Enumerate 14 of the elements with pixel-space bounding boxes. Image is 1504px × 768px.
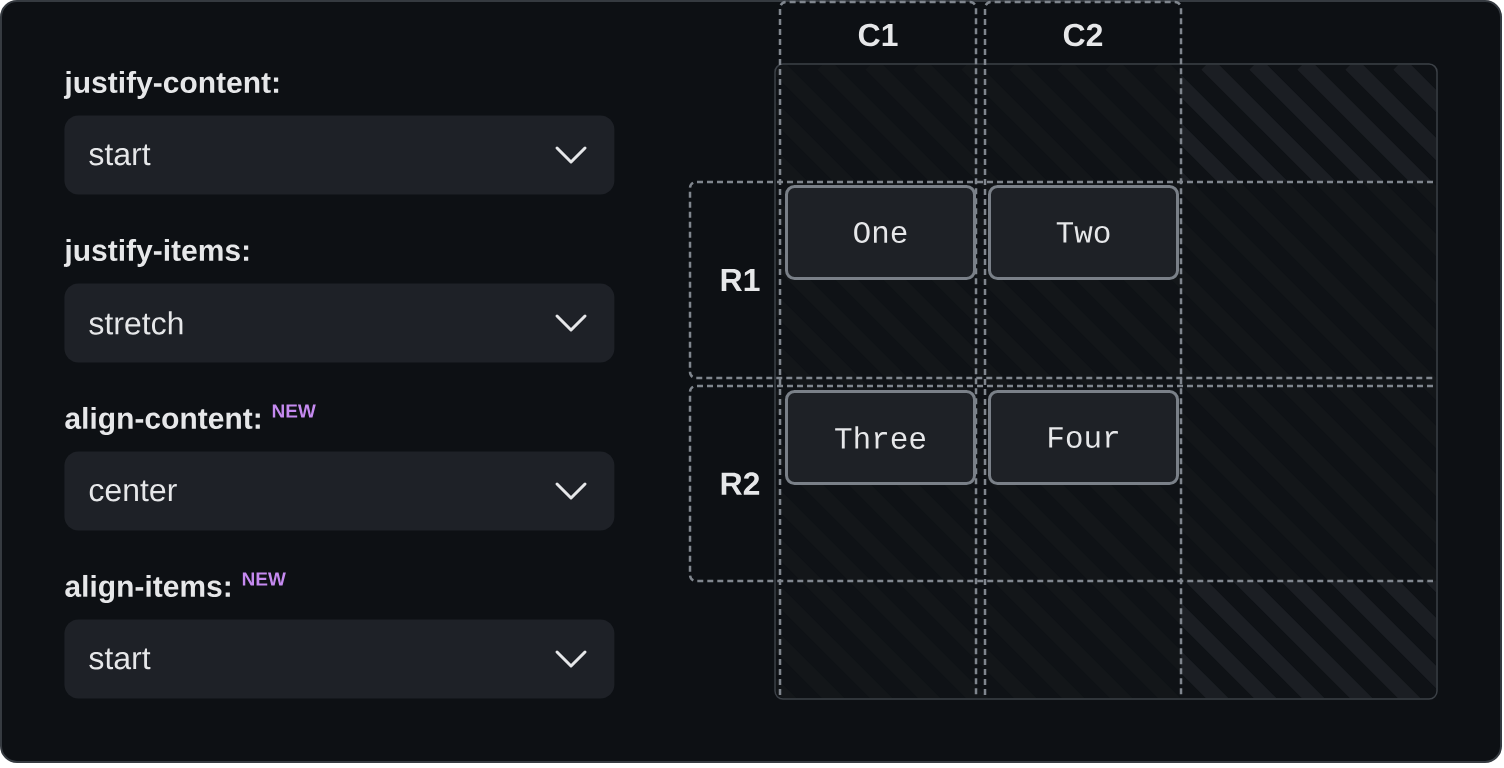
grid-item: Four	[988, 390, 1179, 485]
grid-item: Two	[988, 185, 1179, 280]
field-label: align-content:	[65, 406, 260, 436]
dropdown-field: stretch	[64, 283, 615, 363]
field-label: justify-content:	[63, 71, 279, 99]
dropdown-field: start	[64, 115, 615, 195]
field-label: align-items:	[65, 574, 230, 604]
field-label: justify-items:	[63, 239, 249, 267]
grid-item: Three	[785, 390, 976, 485]
new-label: NEW	[272, 404, 316, 418]
dropdown-field: start	[64, 619, 615, 699]
dropdown-field: center	[64, 451, 615, 531]
grid-item: One	[785, 185, 976, 280]
new-label: NEW	[242, 572, 286, 586]
